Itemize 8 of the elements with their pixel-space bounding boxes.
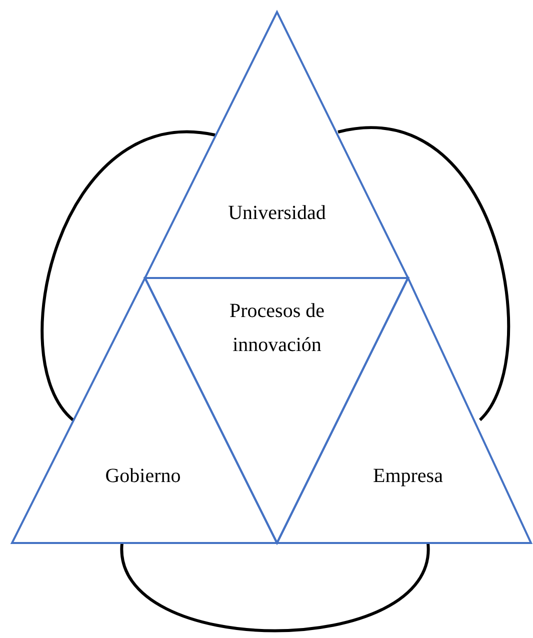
- node-label: Empresa: [372, 464, 444, 489]
- triangle: [145, 12, 408, 278]
- node-label: Gobierno: [104, 464, 182, 489]
- node-label: Universidad: [227, 201, 327, 226]
- curved-connector: [338, 126, 510, 421]
- curved-connector: [41, 130, 216, 421]
- node-label: Procesos de innovación: [228, 299, 326, 358]
- curved-connector: [120, 542, 430, 632]
